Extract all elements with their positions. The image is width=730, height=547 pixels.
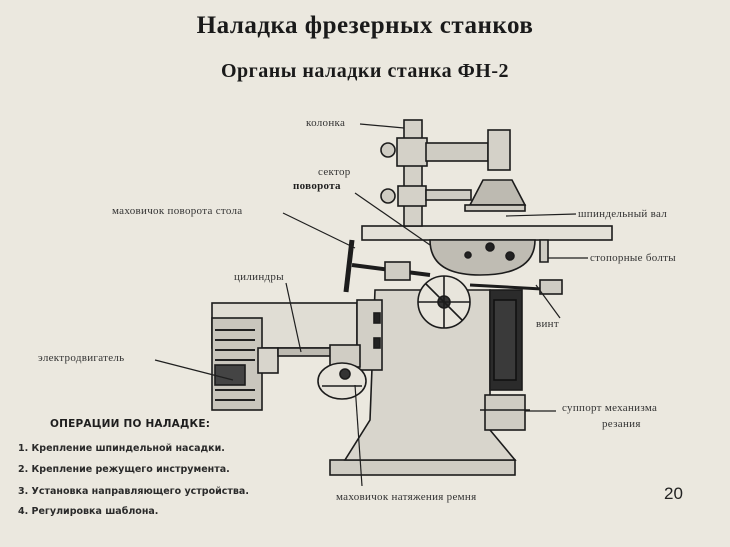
label-kolonka: колонка [306, 117, 346, 129]
label-shpindelny-val: шпиндельный вал [578, 208, 668, 220]
slide-subtitle: Органы наладки станка ФН-2 [220, 60, 510, 82]
cutting-support [484, 394, 526, 431]
spindle-head [468, 179, 527, 206]
leader-tsilindry [285, 282, 302, 353]
page-number: 20 [664, 484, 683, 503]
operation-item: 2. Крепление режущего инструмента. [18, 464, 230, 475]
leader-makhovichok-stola [282, 212, 356, 249]
operations-heading: ОПЕРАЦИИ ПО НАЛАДКЕ: [50, 418, 211, 430]
leader-dvigatel [154, 359, 234, 381]
operation-item: 1. Крепление шпиндельной насадки. [18, 443, 225, 454]
work-table [361, 225, 613, 241]
operation-item: 4. Регулировка шаблона. [18, 506, 159, 517]
electric-motor [211, 317, 263, 411]
label-makhovichok-stola: маховичок поворота стола [112, 205, 243, 217]
leader-makhovichok-remnya [354, 384, 363, 487]
label-support-1: суппорт механизма [562, 402, 658, 414]
leader-shpindel [505, 213, 577, 217]
belt-tension-handwheel [317, 362, 367, 400]
leader-vint [535, 284, 561, 319]
machine-column [403, 119, 423, 227]
machine-base [329, 459, 516, 476]
label-vint: винт [536, 318, 559, 330]
label-sektor-1: сектор [318, 166, 351, 178]
label-sektor-2: поворота [293, 180, 341, 192]
operation-item: 3. Установка направляющего устройства. [18, 486, 249, 497]
slide-title: Наладка фрезерных станков [196, 12, 534, 39]
label-tsilindry: цилиндры [234, 271, 284, 283]
label-elektrodvigatel: электродвигатель [38, 352, 125, 364]
label-stopornye-bolty: стопорные болты [590, 252, 676, 264]
label-makhovichok-remnya: маховичок натяжения ремня [336, 491, 477, 503]
leader-sektor [354, 192, 431, 246]
label-support-2: резания [602, 418, 641, 430]
table-rotation-handwheel [343, 239, 355, 293]
leader-kolonka [359, 123, 405, 129]
